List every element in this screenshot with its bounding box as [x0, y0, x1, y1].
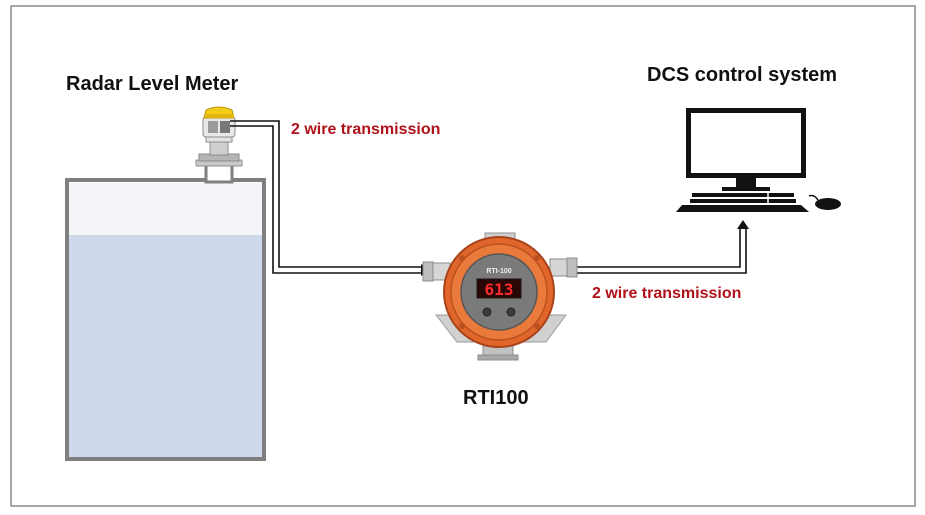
transmitter-button-left — [482, 307, 492, 317]
wire-label-left: 2 wire transmission — [291, 121, 441, 138]
storage-tank-icon — [65, 162, 266, 461]
transmitter-button-right — [506, 307, 516, 317]
wire-label-right: 2 wire transmission — [592, 285, 742, 302]
dcs-control-system-title: DCS control system — [647, 64, 838, 86]
display-value: 613 — [485, 280, 514, 299]
desktop-computer-icon — [676, 108, 841, 212]
radar-level-meter-icon — [195, 106, 243, 167]
digital-display — [476, 278, 522, 299]
transmitter-title: RTI100 — [463, 387, 529, 409]
radar-level-meter-title: Radar Level Meter — [66, 73, 239, 95]
transmitter-housing-icon: RTI-100 613 — [422, 232, 578, 361]
wire-right — [577, 220, 749, 274]
faceplate-model: RTI-100 — [486, 268, 511, 275]
